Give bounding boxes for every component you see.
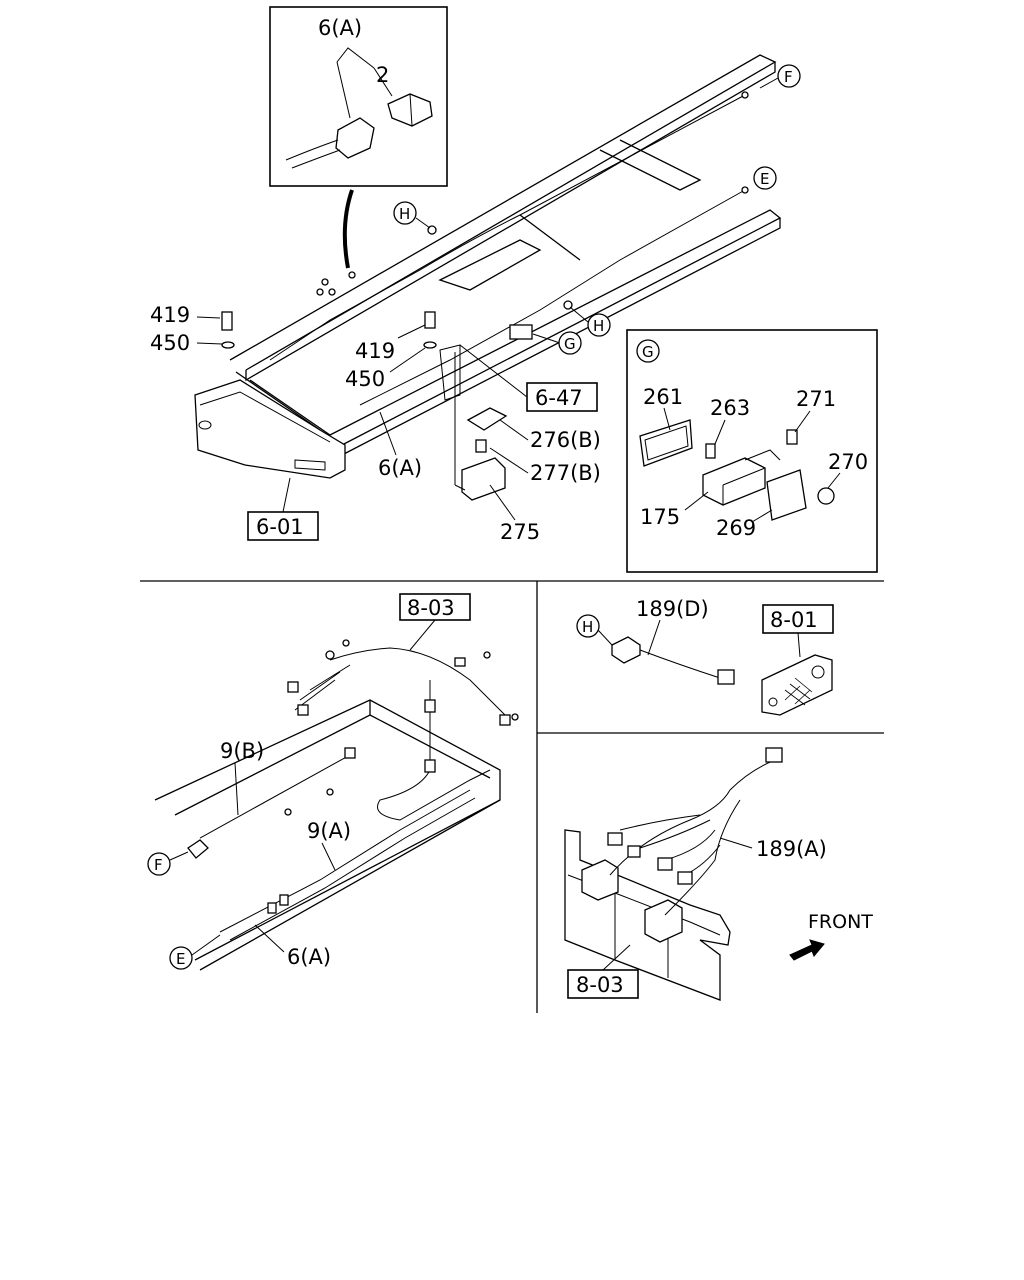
svg-text:271: 271	[796, 387, 836, 411]
lamp-harness-panel	[564, 747, 783, 1001]
svg-text:H: H	[399, 205, 410, 223]
connector-6a-icon	[335, 117, 375, 159]
front-bumper	[194, 379, 346, 479]
label-419-mid: 419	[355, 339, 395, 363]
label-276b: 276(B)	[530, 428, 601, 452]
inset-pointer	[342, 189, 354, 269]
label-9b: 9(B)	[220, 739, 264, 763]
ref-box-8-03-b[interactable]	[567, 969, 639, 999]
svg-text:G: G	[564, 335, 576, 353]
ref-8-01[interactable]: 8-01	[770, 608, 818, 632]
ref-8-03-a[interactable]: 8-03	[407, 596, 455, 620]
label-450-left: 450	[150, 331, 190, 355]
svg-text:263: 263	[710, 396, 750, 420]
ref-box-6-47[interactable]	[526, 382, 598, 412]
callout-h-mid: H	[569, 306, 611, 337]
label-275: 275	[500, 520, 540, 544]
rear-harness-panel	[154, 639, 519, 971]
g-inset-circle: G	[642, 343, 654, 361]
svg-text:H: H	[593, 317, 604, 335]
svg-text:F: F	[784, 68, 793, 86]
connector-inset: 6(A) 2	[269, 6, 448, 187]
svg-text:E: E	[176, 950, 185, 968]
front-arrow-icon	[789, 939, 825, 961]
svg-text:269: 269	[716, 516, 756, 540]
bracket-275	[461, 457, 506, 501]
callout-e-lower: E	[169, 934, 221, 970]
svg-text:F: F	[154, 856, 163, 874]
svg-text:175: 175	[640, 505, 680, 529]
label-419-left: 419	[150, 303, 190, 327]
svg-text:270: 270	[828, 450, 868, 474]
ref-6-47[interactable]: 6-47	[535, 386, 583, 410]
label-9a: 9(A)	[307, 819, 351, 843]
callout-g-mid: G	[558, 331, 582, 355]
callout-h-top: H	[393, 201, 431, 229]
cover-276b	[466, 407, 508, 431]
callout-f-lower: F	[147, 851, 189, 876]
lamp-175	[702, 457, 766, 506]
ref-6-01[interactable]: 6-01	[256, 515, 304, 539]
chassis-frame	[194, 54, 782, 501]
marker-lamp-8-01	[761, 654, 833, 716]
label-189a: 189(A)	[756, 837, 827, 861]
label-6a-inset: 6(A)	[318, 16, 362, 40]
label-277b: 277(B)	[530, 461, 601, 485]
callout-f-top: F	[759, 64, 801, 89]
label-189d: 189(D)	[636, 597, 709, 621]
callout-h-lower: H	[582, 618, 593, 636]
bracket-269	[766, 469, 807, 521]
side-marker-panel: H	[576, 614, 833, 716]
label-2-inset: 2	[376, 63, 389, 87]
svg-text:E: E	[760, 170, 769, 188]
front-label: FRONT	[808, 911, 873, 933]
gasket-261	[639, 419, 693, 467]
g-detail-inset: G 261 263 271 270 175 269	[626, 329, 878, 573]
label-6a-main: 6(A)	[378, 456, 422, 480]
callout-e-top: E	[753, 166, 777, 190]
ref-8-03-b[interactable]: 8-03	[576, 973, 624, 997]
label-6a-lower: 6(A)	[287, 945, 331, 969]
svg-text:261: 261	[643, 385, 683, 409]
label-450-mid: 450	[345, 367, 385, 391]
